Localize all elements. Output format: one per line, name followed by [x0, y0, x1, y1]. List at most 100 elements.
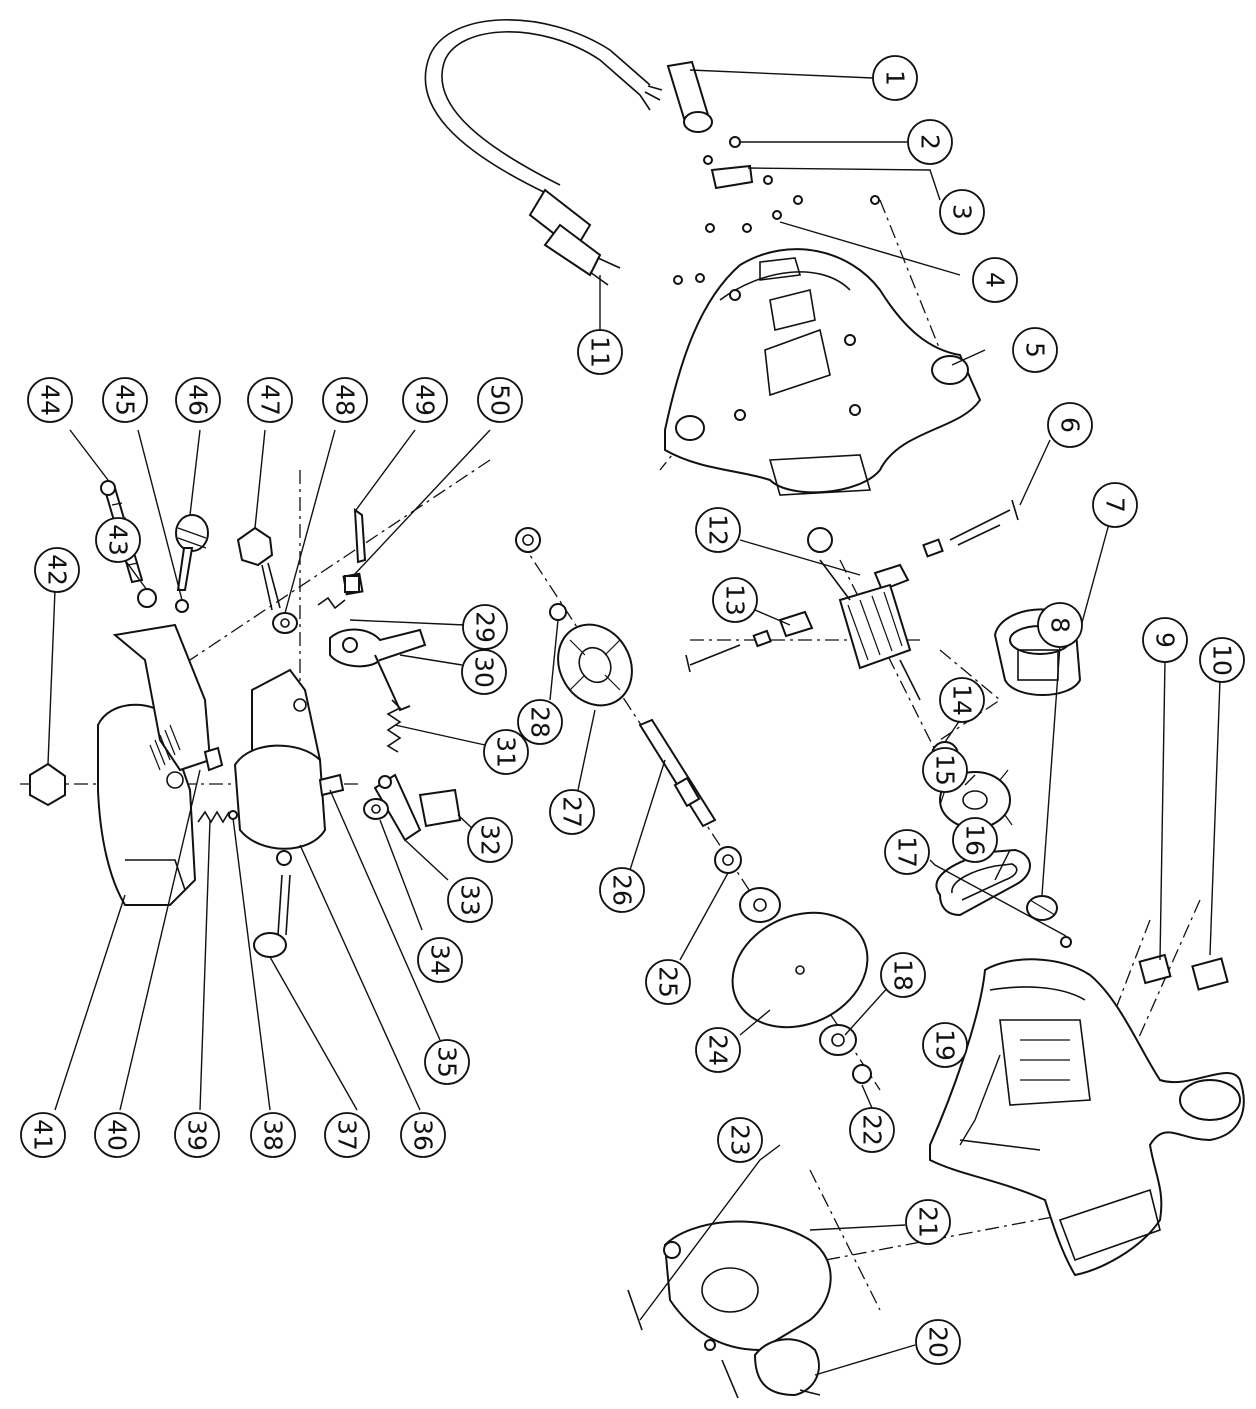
- nut-17: [1060, 936, 1072, 948]
- callout-40: 40: [94, 1112, 140, 1158]
- callout-11: 11: [577, 329, 623, 375]
- callout-label-2: 2: [916, 134, 945, 150]
- callout-label-1: 1: [881, 70, 910, 86]
- spindle: [638, 718, 717, 828]
- callout-label-21: 21: [914, 1206, 943, 1238]
- bracket-33: [373, 773, 422, 842]
- callout-label-27: 27: [558, 796, 587, 828]
- base-41: [97, 623, 212, 906]
- pad-32: [418, 788, 462, 828]
- pulley-8: [1026, 895, 1058, 921]
- callout-13: 13: [712, 577, 758, 623]
- callout-33: 33: [447, 877, 493, 923]
- callout-label-35: 35: [433, 1046, 462, 1078]
- callout-label-15: 15: [931, 754, 960, 786]
- callout-27: 27: [549, 789, 595, 835]
- callout-label-49: 49: [411, 384, 440, 416]
- callout-label-45: 45: [111, 384, 140, 416]
- callout-label-7: 7: [1101, 497, 1130, 513]
- callout-label-25: 25: [654, 966, 683, 998]
- callout-22: 22: [849, 1107, 895, 1153]
- bearing-upper: [515, 527, 541, 553]
- callout-label-43: 43: [104, 524, 133, 556]
- callout-31: 31: [483, 729, 529, 775]
- callout-label-38: 38: [259, 1119, 288, 1151]
- callout-label-26: 26: [608, 874, 637, 906]
- callout-label-50: 50: [486, 384, 515, 416]
- knob-46: [175, 514, 209, 591]
- nut-48: [272, 612, 298, 634]
- callout-label-20: 20: [924, 1326, 953, 1358]
- callout-label-13: 13: [721, 584, 750, 616]
- callout-42: 42: [34, 547, 80, 593]
- eccentric-50: [344, 575, 360, 593]
- callout-14: 14: [939, 677, 985, 723]
- callout-label-8: 8: [1046, 617, 1075, 633]
- callout-label-24: 24: [704, 1034, 733, 1066]
- callout-16: 16: [952, 817, 998, 863]
- power-cord: [424, 19, 663, 286]
- callout-7: 7: [1092, 482, 1138, 528]
- callout-label-44: 44: [36, 384, 65, 416]
- callout-19: 19: [922, 1022, 968, 1068]
- callout-label-6: 6: [1056, 417, 1085, 433]
- callout-label-40: 40: [103, 1119, 132, 1151]
- callout-3: 3: [939, 189, 985, 235]
- callout-4: 4: [972, 257, 1018, 303]
- housing-screws: [673, 175, 880, 285]
- callout-39: 39: [174, 1112, 220, 1158]
- callout-2: 2: [907, 119, 953, 165]
- washer-45: [175, 599, 189, 613]
- callout-label-11: 11: [586, 336, 615, 368]
- callout-label-41: 41: [29, 1119, 58, 1151]
- callout-29: 29: [462, 604, 508, 650]
- clamp-34: [363, 798, 389, 820]
- callout-label-42: 42: [43, 554, 72, 586]
- callout-8: 8: [1037, 602, 1083, 648]
- knob-35: [318, 773, 345, 797]
- callout-48: 48: [322, 377, 368, 423]
- flange-outer: [739, 887, 781, 923]
- callout-label-33: 33: [456, 884, 485, 916]
- callout-label-10: 10: [1208, 644, 1237, 676]
- nut-28: [549, 603, 567, 621]
- callout-label-5: 5: [1021, 342, 1050, 358]
- callout-label-34: 34: [426, 944, 455, 976]
- guard-screws: [627, 1289, 739, 1399]
- callout-49: 49: [402, 377, 448, 423]
- spring-29: [317, 596, 346, 610]
- callout-46: 46: [175, 377, 221, 423]
- callout-label-28: 28: [526, 706, 555, 738]
- callout-label-46: 46: [184, 384, 213, 416]
- callout-36: 36: [400, 1112, 446, 1158]
- callout-label-37: 37: [333, 1119, 362, 1151]
- callout-label-48: 48: [331, 384, 360, 416]
- callout-6: 6: [1047, 402, 1093, 448]
- callout-label-29: 29: [471, 611, 500, 643]
- callout-1: 1: [872, 55, 918, 101]
- cutting-disc: [731, 911, 869, 1029]
- bolt-43: [137, 588, 157, 608]
- callout-18: 18: [880, 952, 926, 998]
- spring-31: [386, 699, 402, 753]
- armature: [807, 527, 921, 701]
- callout-label-36: 36: [409, 1119, 438, 1151]
- callout-26: 26: [599, 867, 645, 913]
- bolt-37: [253, 850, 292, 958]
- callout-label-3: 3: [948, 204, 977, 220]
- callout-15: 15: [922, 747, 968, 793]
- callout-label-12: 12: [704, 514, 733, 546]
- main-body: [929, 958, 1245, 1277]
- callout-label-9: 9: [1151, 632, 1180, 648]
- callout-label-19: 19: [931, 1029, 960, 1061]
- callout-43: 43: [95, 517, 141, 563]
- carbon-brush-right: [873, 499, 1019, 592]
- callout-47: 47: [247, 377, 293, 423]
- callout-24: 24: [695, 1027, 741, 1073]
- pin-40: [203, 746, 224, 772]
- callout-label-31: 31: [492, 736, 521, 768]
- gear-27: [557, 623, 633, 707]
- callout-label-39: 39: [183, 1119, 212, 1151]
- callout-28: 28: [517, 699, 563, 745]
